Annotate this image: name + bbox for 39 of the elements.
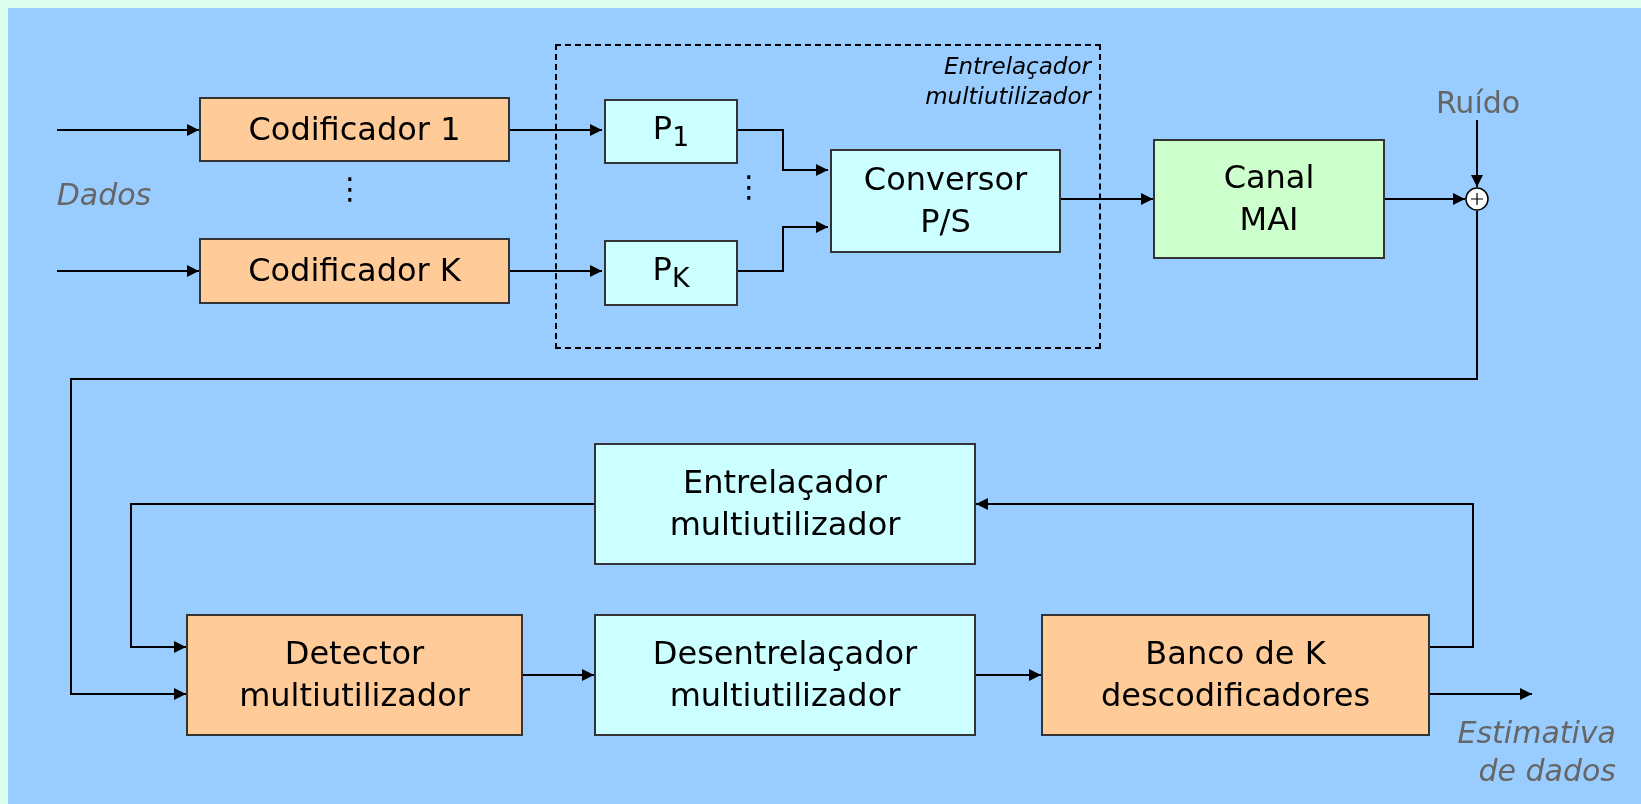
block-label: Codificador K: [248, 250, 461, 292]
block-box: [594, 614, 976, 736]
block-label: Entrelaçador multiutilizador: [668, 462, 902, 545]
noise-label: Ruído: [1426, 84, 1530, 120]
block-box: [594, 443, 976, 565]
block-box: [604, 240, 738, 306]
ellipsis-mark: ⋮: [335, 170, 365, 208]
arrow: [1471, 119, 1483, 188]
arrow: [975, 669, 1042, 681]
block-box: [604, 99, 738, 164]
arrow: [509, 124, 603, 136]
group-title: Entrelaçador multiutilizador: [924, 52, 1091, 111]
block-label: P$_{K}$: [652, 249, 690, 296]
arrow: [70, 210, 1478, 700]
ellipsis-mark: ⋮: [734, 168, 764, 206]
block-box: [1153, 139, 1385, 259]
block-label: Conversor P/S: [862, 159, 1029, 242]
output-label: Estimativa de dados: [1436, 694, 1616, 794]
block-label: Desentrelaçador multiutilizador: [651, 633, 919, 716]
arrow: [1384, 193, 1466, 205]
block-label: P$_{1}$: [652, 107, 690, 155]
block-box: [199, 238, 510, 304]
block-label: Banco de K descodificadores: [1099, 633, 1372, 716]
input-label: Dados: [55, 176, 153, 214]
arrow: [509, 265, 603, 277]
arrow: [1429, 688, 1533, 700]
block-label: Canal MAI: [1222, 157, 1316, 240]
arrow: [522, 669, 595, 681]
dashed-group-box: [555, 44, 1101, 349]
summing-junction-circle: [1465, 187, 1489, 211]
block-box: [830, 149, 1061, 253]
block-box: [1041, 614, 1430, 736]
arrow: [56, 265, 200, 277]
arrow: [130, 503, 595, 653]
block-box: [186, 614, 523, 736]
block-label: Detector multiutilizador: [238, 633, 471, 716]
block-label: Codificador 1: [248, 108, 461, 150]
arrow: [56, 124, 200, 136]
block-box: [199, 97, 510, 162]
